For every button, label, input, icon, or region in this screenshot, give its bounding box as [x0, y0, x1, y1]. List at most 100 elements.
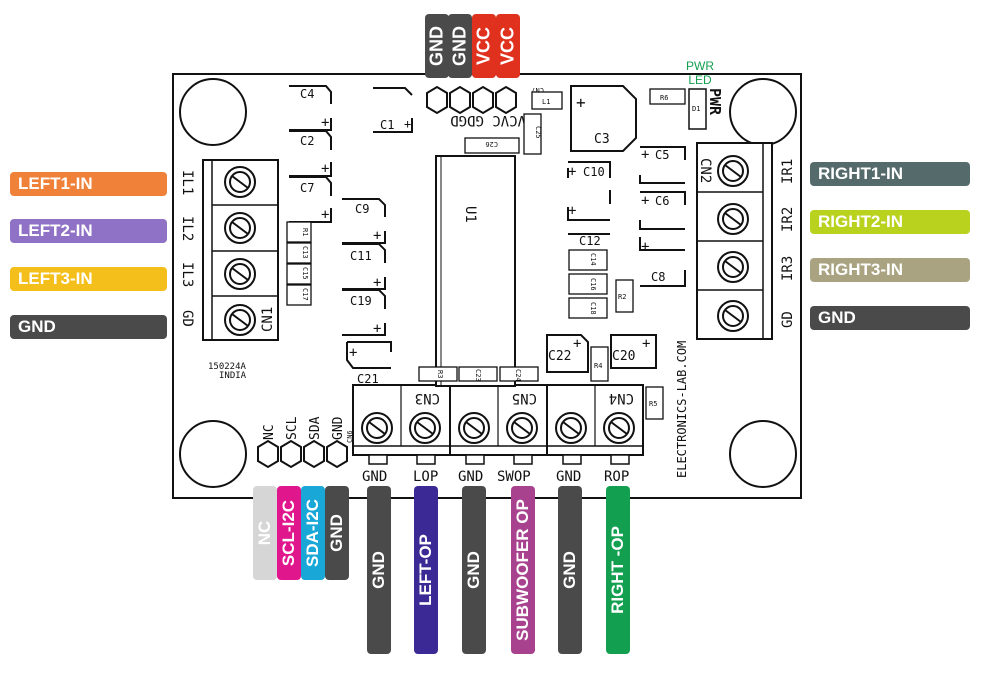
svg-text:+: +	[321, 161, 329, 177]
silk-out-pin-6: ROP	[604, 469, 629, 485]
svg-text:+: +	[373, 228, 381, 244]
svg-text:+: +	[373, 275, 381, 291]
capacitor-c23	[458, 366, 498, 382]
capacitor-c12	[567, 190, 611, 221]
silk-right-pin-4: GD	[780, 311, 796, 328]
silk-out-pin-5: GND	[556, 469, 581, 485]
silk-c22: C22	[548, 349, 571, 364]
screw-terminal	[717, 251, 749, 283]
mounting-hole-bottom-right	[729, 420, 797, 488]
resistor-r3	[418, 366, 458, 382]
silk-c1: C1	[380, 118, 394, 132]
screw-terminal	[224, 304, 256, 336]
label-out-gnd-1: GND	[367, 486, 391, 654]
led-d1	[688, 88, 707, 130]
label-right2-in: RIGHT2-IN	[810, 210, 970, 234]
silk-i2c-pin-2: SCL	[285, 416, 300, 440]
silk-right-pin-2: IR2	[780, 207, 796, 232]
silk-c25: C25	[534, 126, 542, 139]
silk-c23: C23	[474, 369, 482, 382]
silk-left-pin-4: GD	[179, 310, 195, 327]
svg-text:+: +	[576, 93, 586, 112]
label-out-left-op: LEFT-OP	[414, 486, 438, 654]
screw-terminal	[224, 212, 256, 244]
svg-text:+: +	[641, 239, 649, 255]
label-left2-in: LEFT2-IN	[10, 219, 167, 243]
header-cn7	[426, 85, 517, 115]
silk-out-pin-2: LOP	[413, 469, 438, 485]
capacitor-c24	[499, 366, 539, 382]
silk-cn7: CN7	[531, 86, 544, 94]
silk-c12: C12	[579, 234, 601, 248]
silk-c24: C24	[514, 369, 522, 382]
screw-terminal	[409, 412, 441, 444]
header-cn6	[257, 439, 348, 469]
svg-text:+: +	[641, 193, 649, 209]
silk-out-pin-3: GND	[458, 469, 483, 485]
silk-c10: C10	[583, 165, 605, 179]
svg-text:+: +	[568, 164, 576, 180]
silk-r5: R5	[649, 400, 657, 408]
silk-date: 150224A	[208, 362, 247, 372]
screw-terminal	[717, 300, 749, 332]
screw-terminal	[224, 258, 256, 290]
capacitor-c20	[610, 334, 657, 369]
mounting-hole-bottom-left	[179, 420, 247, 488]
capacitor-c15	[286, 263, 312, 285]
silk-left-pin-1: IL1	[179, 170, 195, 195]
silk-cn3: CN3	[415, 390, 440, 406]
label-i2c-sda: SDA-I2C	[301, 486, 325, 580]
capacitor-c17	[286, 284, 312, 306]
silk-c18: C18	[589, 302, 597, 315]
silk-l1: L1	[542, 98, 550, 106]
silk-out-pin-4: SWOP	[497, 469, 531, 485]
resistor-r6	[649, 88, 686, 105]
capacitor-c13	[286, 242, 312, 264]
resistor-r1	[286, 221, 312, 243]
svg-text:+: +	[404, 117, 411, 131]
silk-c7: C7	[300, 181, 314, 195]
terminal-block-cn2	[696, 142, 773, 340]
pwr-led-label-line2: LED	[688, 73, 712, 87]
capacitor-c5	[639, 146, 686, 184]
svg-text:+: +	[568, 203, 576, 219]
silk-r1: R1	[301, 228, 309, 236]
silk-c3: C3	[594, 132, 610, 147]
silk-right-pin-1: IR1	[780, 159, 796, 184]
label-top-gnd-2: GND	[448, 14, 472, 78]
silk-left-pin-3: IL3	[179, 262, 195, 287]
label-out-right-op: RIGHT -OP	[606, 486, 630, 654]
svg-text:+: +	[349, 345, 357, 361]
silk-right-pin-3: IR3	[780, 256, 796, 281]
label-top-vcc-1: VCC	[472, 14, 496, 78]
terminal-block-cn1	[202, 159, 279, 341]
screw-terminal	[717, 203, 749, 235]
silk-c13: C13	[301, 246, 309, 259]
capacitor-c3	[570, 85, 637, 152]
silk-c9: C9	[355, 202, 369, 216]
silk-c4: C4	[300, 87, 314, 101]
label-top-vcc-2: VCC	[496, 14, 520, 78]
label-out-subwoofer-op: SUBWOOFER OP	[511, 486, 535, 654]
capacitor-c1	[373, 87, 413, 133]
svg-text:+: +	[321, 115, 329, 131]
silk-left-pin-2: IL2	[179, 216, 195, 241]
silk-c6: C6	[655, 194, 669, 208]
silk-website: ELECTRONICS-LAB.COM	[675, 341, 689, 478]
label-right-gnd: GND	[810, 306, 970, 330]
silk-cn6: CN6	[346, 430, 354, 443]
label-left3-in: LEFT3-IN	[10, 267, 167, 291]
silk-d1: D1	[692, 105, 700, 113]
capacitor-c8	[639, 237, 686, 287]
capacitor-c21	[346, 341, 392, 369]
silk-c20: C20	[612, 349, 635, 364]
label-i2c-gnd: GND	[325, 486, 349, 580]
capacitor-c22	[546, 334, 589, 373]
screw-terminal	[506, 412, 538, 444]
silk-c8: C8	[651, 270, 665, 284]
capacitor-c16	[568, 273, 608, 295]
screw-terminal	[603, 412, 635, 444]
mounting-hole-top-left	[179, 78, 247, 146]
inductor-l1	[531, 91, 563, 110]
